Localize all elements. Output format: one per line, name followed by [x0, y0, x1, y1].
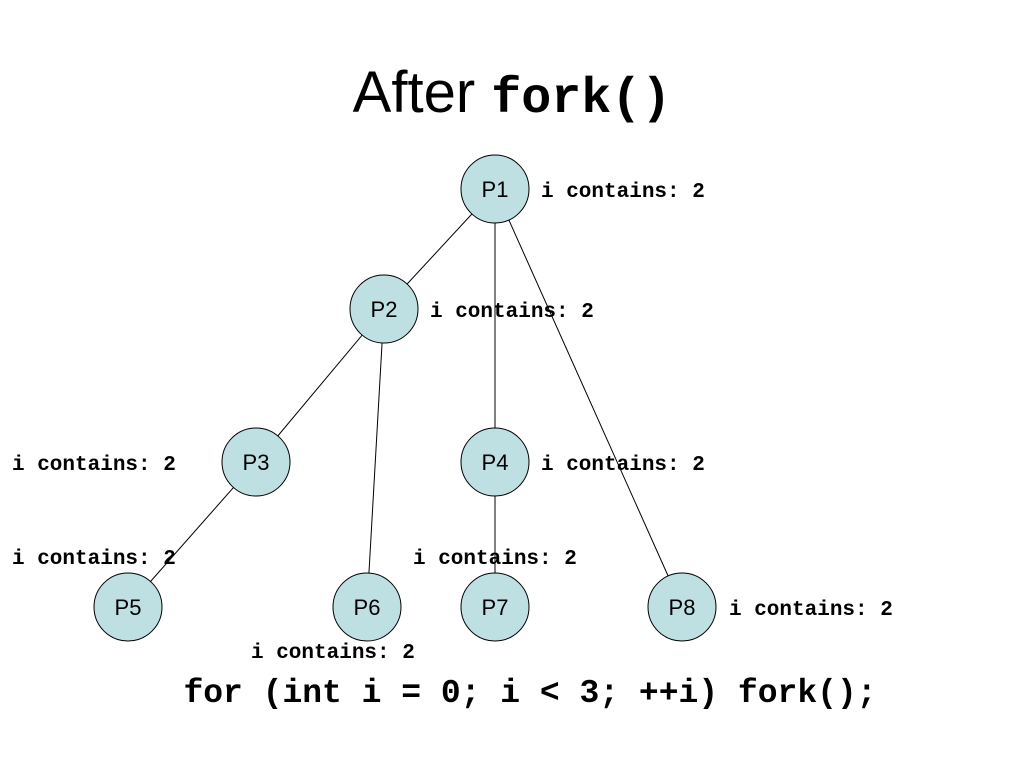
node-p5: P5 [93, 572, 163, 642]
node-circle [221, 427, 291, 497]
labels-layer: i contains: 2 i contains: 2 i contains: 2 i… [12, 181, 893, 665]
node-label: P6 [354, 595, 381, 620]
var-label-p7: i contains: 2 [413, 548, 577, 571]
edges-layer [127, 188, 683, 608]
node-label: P2 [371, 297, 398, 322]
title-code: fork() [491, 71, 672, 128]
slide-title: After fork() [0, 58, 1024, 135]
edge-p1-p8 [494, 188, 683, 608]
node-label: P8 [669, 595, 696, 620]
var-label-p4: i contains: 2 [541, 454, 705, 477]
var-label-p3: i contains: 2 [12, 454, 176, 477]
node-p6: P6 [332, 572, 402, 642]
node-p8: P8 [647, 572, 717, 642]
node-p3: P3 [221, 427, 291, 497]
node-label: P5 [115, 595, 142, 620]
title-text: After [352, 60, 492, 125]
node-p1: P1 [460, 154, 530, 224]
node-p2: P2 [349, 274, 419, 344]
node-label: P1 [482, 177, 509, 202]
node-circle [93, 572, 163, 642]
node-p4: P4 [460, 427, 530, 497]
node-circle [332, 572, 402, 642]
node-label: P7 [482, 595, 509, 620]
var-label-p6: i contains: 2 [251, 642, 415, 665]
node-circle [460, 572, 530, 642]
node-p7: P7 [460, 572, 530, 642]
node-label: P3 [243, 450, 270, 475]
node-label: P4 [482, 450, 509, 475]
node-circle [460, 154, 530, 224]
var-label-p1: i contains: 2 [541, 181, 705, 204]
node-circle [460, 427, 530, 497]
var-label-p8: i contains: 2 [729, 599, 893, 622]
var-label-p2: i contains: 2 [430, 301, 594, 324]
var-label-p5: i contains: 2 [12, 548, 176, 571]
edge-p2-p6 [366, 308, 385, 608]
node-circle [349, 274, 419, 344]
code-line: for (int i = 0; i < 3; ++i) fork(); [183, 675, 877, 712]
node-circle [647, 572, 717, 642]
